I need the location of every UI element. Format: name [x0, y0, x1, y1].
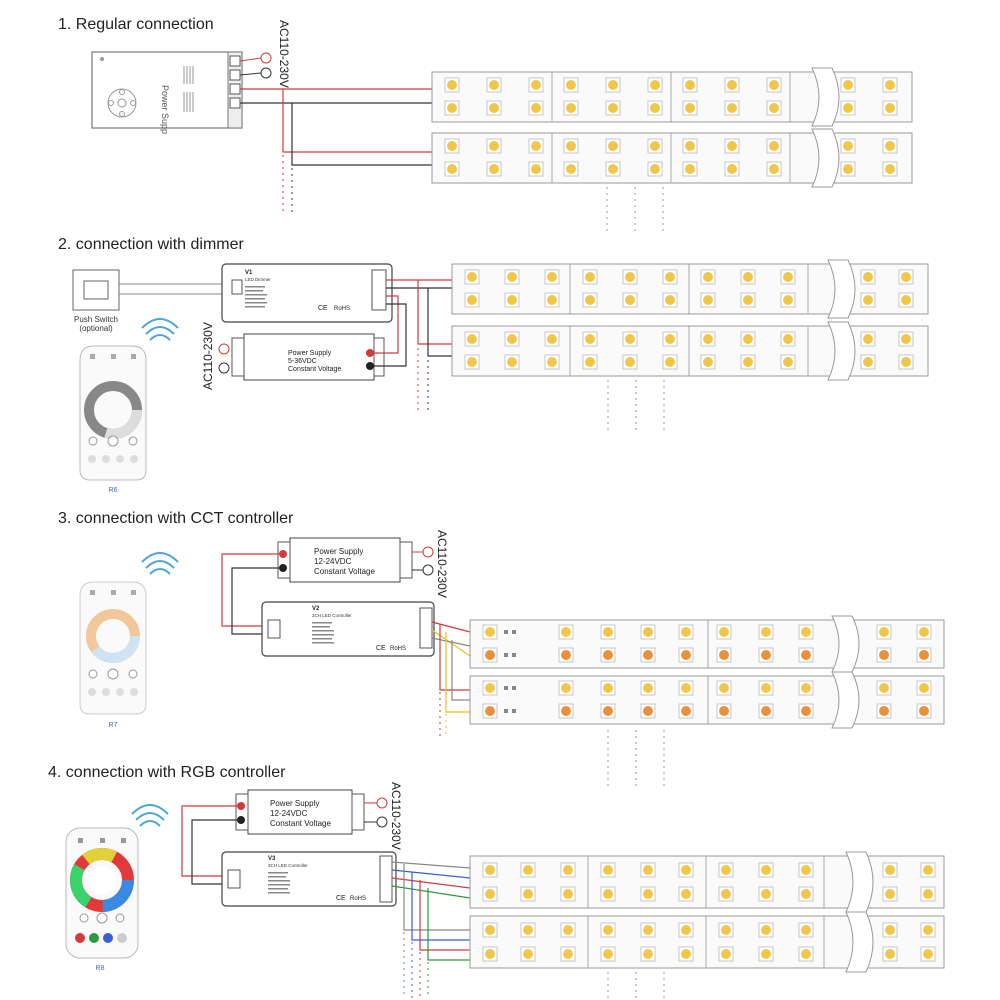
led-strip-2b [451, 321, 929, 381]
ac-voltage-label-4: AC110-230V [389, 782, 403, 850]
ps3-title: Power Supply [314, 547, 363, 556]
remote-r8-label: R8 [96, 965, 105, 972]
remote-r6: R6 [79, 345, 147, 494]
section-2-diagram: Push Switch (optional) V1 LED Dimmer CE … [72, 259, 929, 494]
n-terminal-icon [260, 67, 272, 79]
remote-r7-label: R7 [109, 722, 118, 729]
remote-r8: R8 [65, 827, 139, 972]
section-1-diagram: Power Supp AC110-230V [91, 20, 913, 232]
v3-rgb-controller [221, 851, 397, 907]
ps2-title: Power Supply [288, 350, 332, 357]
power-supply-5-36 [243, 333, 375, 381]
section-4-diagram: Power Supply 12-24VDC Constant Voltage A… [65, 782, 945, 998]
led-strip-1b [431, 128, 913, 188]
v2-name: 2CH LED Controller [312, 613, 352, 618]
led-strip-2a [451, 259, 929, 319]
led-strip-4b [469, 911, 945, 973]
power-supp-label: Power Supp [160, 85, 170, 134]
v3-rohs-mark: RoHS [350, 896, 366, 902]
ps3-range: 12-24VDC [314, 557, 352, 566]
section-title-1: 1. Regular connection [58, 16, 214, 33]
v3-model: V3 [268, 856, 276, 862]
remote-r7: R7 [79, 581, 147, 729]
led-strip-4a [469, 851, 945, 913]
section-title-4: 4. connection with RGB controller [48, 764, 286, 781]
ac-voltage-label: AC110-230V [277, 20, 291, 88]
section-title-3: 3. connection with CCT controller [58, 510, 294, 527]
v1-model: V1 [245, 270, 253, 276]
power-supply-12-24-rgb [247, 789, 353, 835]
ac-voltage-label-3: AC110-230V [435, 530, 449, 598]
v2-model: V2 [312, 606, 320, 612]
ps3-mode: Constant Voltage [314, 567, 375, 576]
ac-voltage-label-2: AC110-230V [201, 322, 215, 390]
ps2-mode: Constant Voltage [288, 366, 341, 373]
push-switch-label: Push Switch [74, 315, 118, 324]
led-strip-3b [469, 671, 945, 729]
v3-name: 3CH LED Controller [268, 863, 308, 868]
ps4-mode: Constant Voltage [270, 819, 331, 828]
remote-r6-label: R6 [109, 487, 118, 494]
v1-rohs-mark: RoHS [334, 306, 350, 312]
v2-cct-controller [261, 601, 435, 657]
l-terminal-icon [260, 52, 272, 64]
ps4-range: 12-24VDC [270, 809, 308, 818]
v2-ce-mark: CE [376, 645, 386, 652]
led-strip-3a [469, 615, 945, 673]
wifi-signal-icon-2 [141, 552, 179, 575]
ps2-range: 5-36VDC [288, 358, 317, 365]
section-3-diagram: Power Supply 12-24VDC Constant Voltage A… [79, 530, 945, 790]
led-strip-1a [431, 67, 913, 127]
section-title-2: 2. connection with dimmer [58, 236, 244, 253]
v2-rohs-mark: RoHS [390, 646, 406, 652]
ps4-title: Power Supply [270, 799, 319, 808]
v1-ce-mark: CE [318, 305, 328, 312]
push-switch-note: (optional) [79, 324, 113, 333]
v1-name: LED Dimmer [245, 277, 271, 282]
wifi-signal-icon-3 [131, 804, 169, 827]
wifi-signal-icon [141, 318, 179, 341]
v3-ce-mark: CE [336, 895, 346, 902]
fan-vent-icon [107, 88, 137, 118]
